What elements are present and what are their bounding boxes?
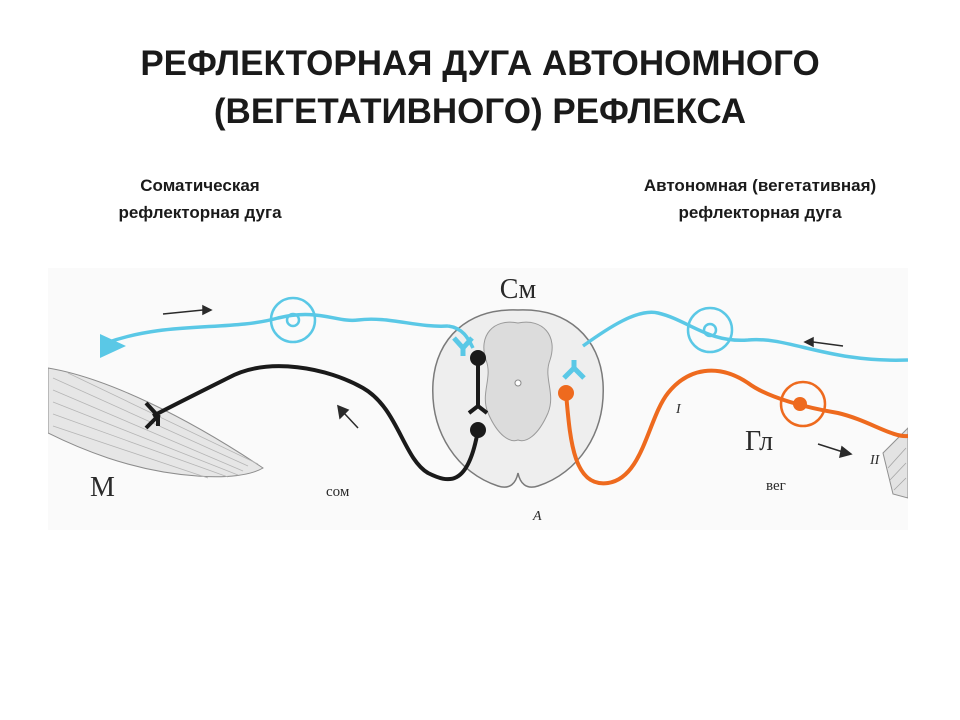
muscle-label: М xyxy=(90,472,115,503)
somatic-label: сом xyxy=(326,484,350,500)
neuron-1-label: I xyxy=(675,402,682,417)
autonomic-motor-neuron xyxy=(558,368,908,486)
autonomic-arc-caption: Автономная (вегетативная) рефлекторная д… xyxy=(590,172,930,226)
slide-title-line-1: РЕФЛЕКТОРНАЯ ДУГА АВТОНОМНОГО xyxy=(140,44,820,83)
somatic-motor-neuron xyxy=(144,350,489,482)
somatic-sensory-neuron xyxy=(100,296,475,358)
somatic-caption-line-1: Соматическая xyxy=(140,176,260,195)
autonomic-caption-line-2: рефлекторная дуга xyxy=(678,203,842,222)
direction-arrows xyxy=(162,304,853,459)
ganglion-label: Гл xyxy=(745,426,773,457)
sensory-synapse-right xyxy=(562,360,586,380)
reflex-arc-figure: См М сом Гл вег А I II xyxy=(48,268,908,530)
section-label: А xyxy=(532,509,542,524)
slide-title: РЕФЛЕКТОРНАЯ ДУГА АВТОНОМНОГО (ВЕГЕТАТИВ… xyxy=(0,40,960,136)
slide-title-line-2: (ВЕГЕТАТИВНОГО) РЕФЛЕКСА xyxy=(213,92,747,131)
vegetative-label: вег xyxy=(766,478,786,494)
autonomic-caption-line-1: Автономная (вегетативная) xyxy=(643,176,877,195)
sensory-synapse-left xyxy=(452,336,474,356)
neuron-2-label: II xyxy=(869,453,881,468)
spinal-cord-label: См xyxy=(500,274,537,305)
somatic-arc-caption: Соматическая рефлекторная дуга xyxy=(80,172,320,226)
autonomic-sensory-neuron xyxy=(581,306,908,362)
somatic-caption-line-2: рефлекторная дуга xyxy=(118,203,282,222)
reflex-arc-diagram: См М сом Гл вег А I II xyxy=(48,268,908,530)
